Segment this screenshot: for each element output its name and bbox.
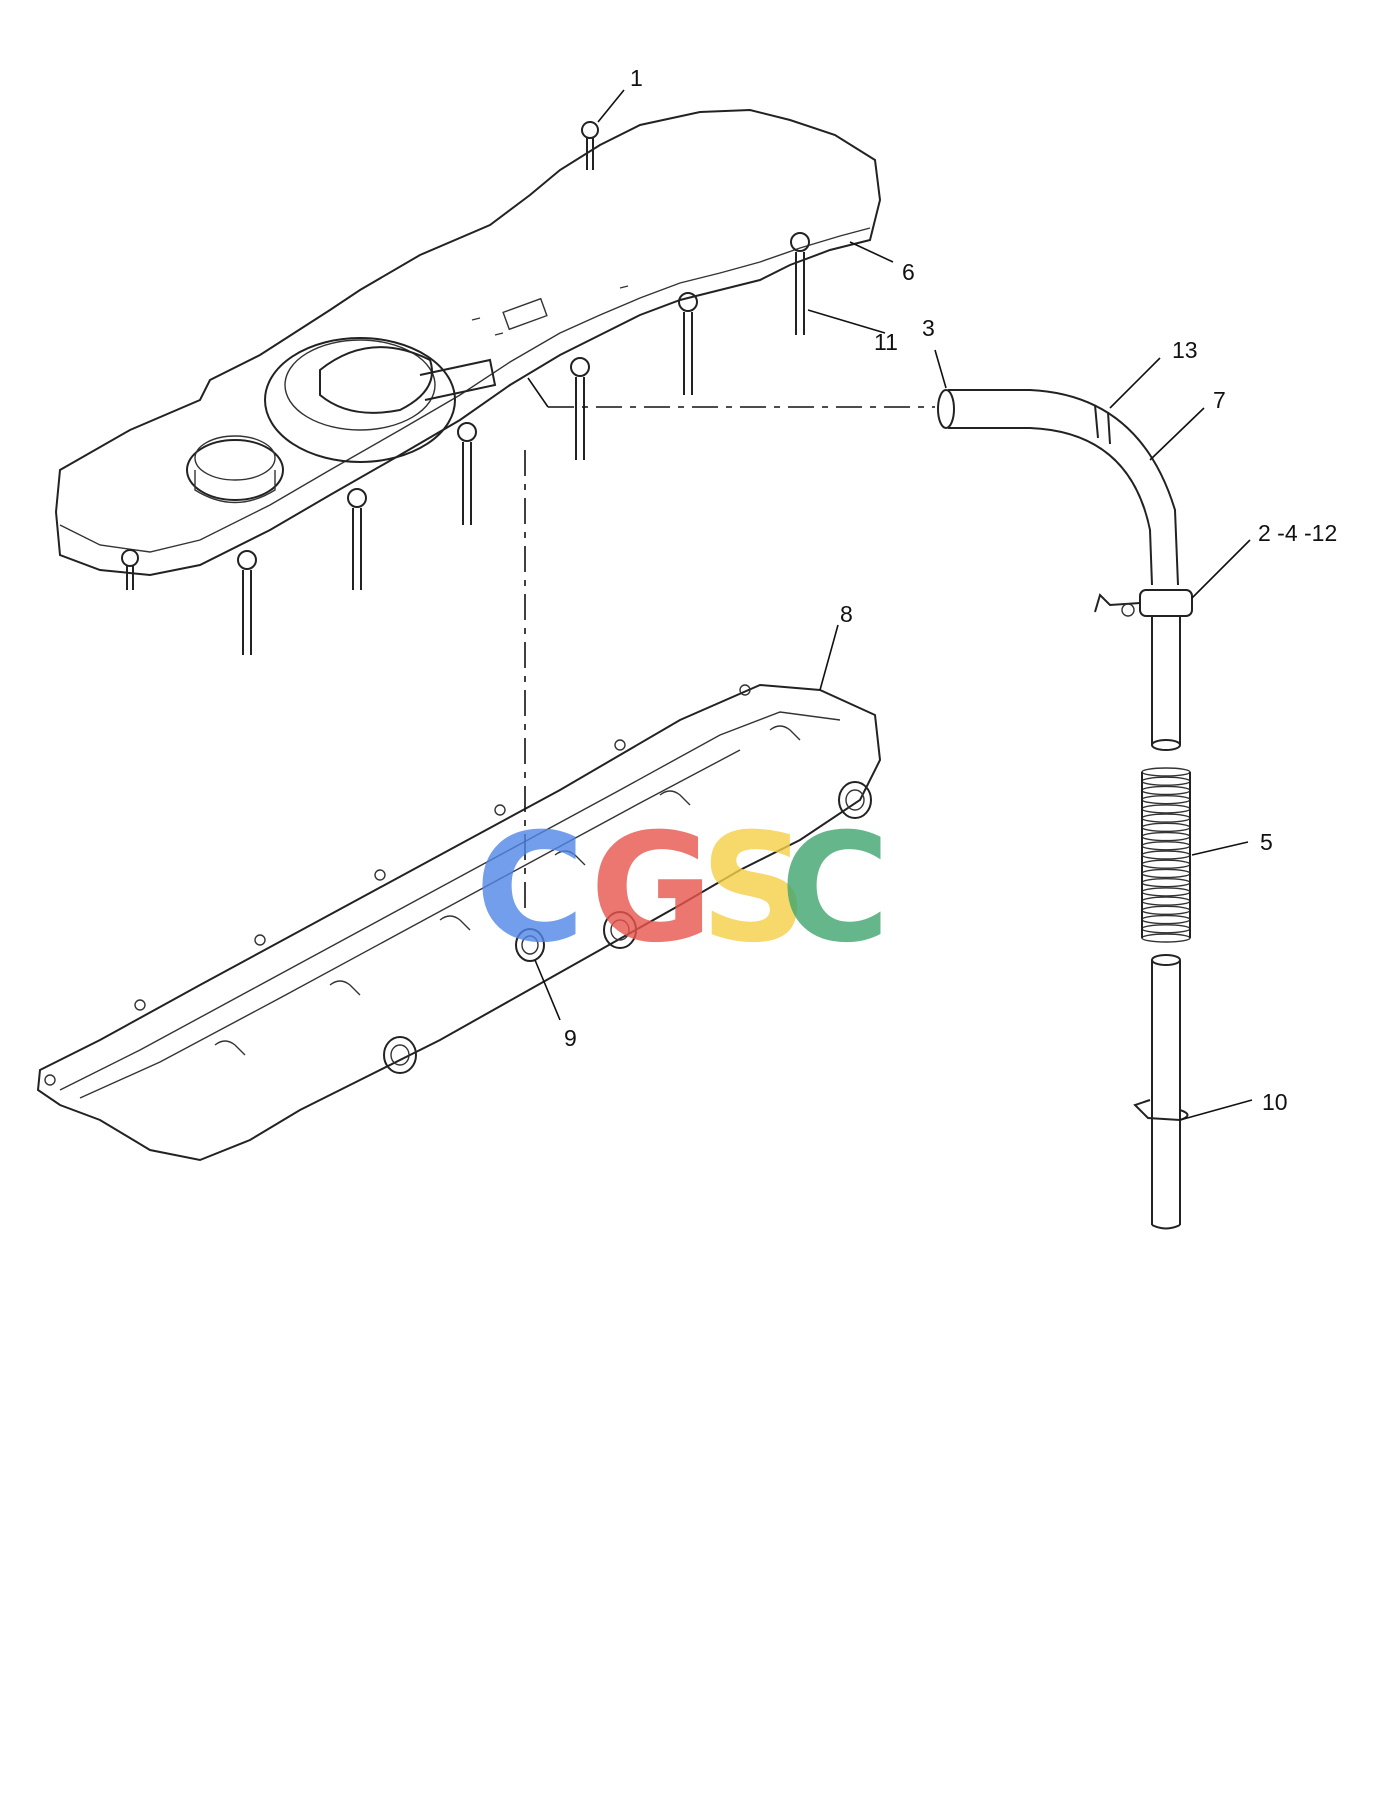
callout-13: 13 [1172,337,1198,363]
spring-coil [1141,785,1191,796]
callout-7: 7 [1213,387,1226,413]
spring-coil [1141,794,1191,805]
leader-1 [597,89,625,123]
leader-10 [1179,1099,1253,1121]
screw-part-1 [581,121,599,170]
callout-5: 5 [1260,829,1273,855]
spring-coil [1141,877,1191,888]
leader-7 [1149,407,1205,461]
spring-coil [1141,914,1191,925]
valve-cover [54,108,882,577]
lower-tube [1133,954,1189,1230]
leader-3 [934,349,947,389]
spring-coil [1141,859,1191,869]
watermark-letter-4: C [780,802,890,976]
callout-2-4-12: 2 -4 -12 [1258,520,1337,546]
leader-9 [534,959,561,1021]
spring-coil [1141,924,1191,934]
watermark-logo: C G S C [475,802,890,976]
spring-coil [1141,767,1191,777]
spring-coil [1141,804,1191,814]
leader-2-4-12 [1191,539,1251,599]
callout-1: 1 [630,65,643,91]
callout-3: 3 [922,315,935,341]
cover-bolts [121,232,810,655]
bolt-1 [790,232,810,335]
callout-labels: 1 6 11 3 13 7 2 -4 -12 5 8 9 10 [564,65,1337,1115]
leader-6 [849,241,894,263]
bolt-6 [237,550,257,655]
spring-part-5 [1141,767,1191,943]
spring-coil [1141,813,1191,823]
spring-coil [1141,822,1191,833]
spring-coil [1141,933,1191,943]
leader-11 [807,309,886,334]
spring-coil [1141,905,1191,916]
leader-5 [1191,841,1249,856]
bolt-4 [457,422,477,525]
spring-coil [1141,831,1191,842]
connector-1 [838,781,872,819]
breather-tube [937,389,1193,751]
watermark-letter-1: C [475,802,585,976]
callout-9: 9 [564,1025,577,1051]
callout-8: 8 [840,601,853,627]
callout-6: 6 [902,259,915,285]
bolt-5 [347,488,367,590]
watermark-letter-2: G [590,802,713,976]
watermark-letter-3: S [700,802,808,976]
spring-coil [1141,896,1191,906]
leader-13 [1109,357,1161,409]
callout-10: 10 [1262,1089,1288,1115]
connector-9 [515,928,545,962]
spring-coil [1141,868,1191,879]
leader-lines [534,89,1253,1121]
bolt-7 [121,549,139,590]
spring-coil [1141,776,1191,786]
valve-cover-base [36,683,882,1162]
callout-11: 11 [874,329,898,355]
leader-8 [819,624,839,691]
connector-2 [603,911,637,949]
spring-coil [1141,841,1191,851]
spring-coil [1141,887,1191,897]
spring-coil [1141,850,1191,860]
bolt-3 [570,357,590,460]
connector-3 [383,1036,417,1074]
bolt-2 [678,292,698,395]
